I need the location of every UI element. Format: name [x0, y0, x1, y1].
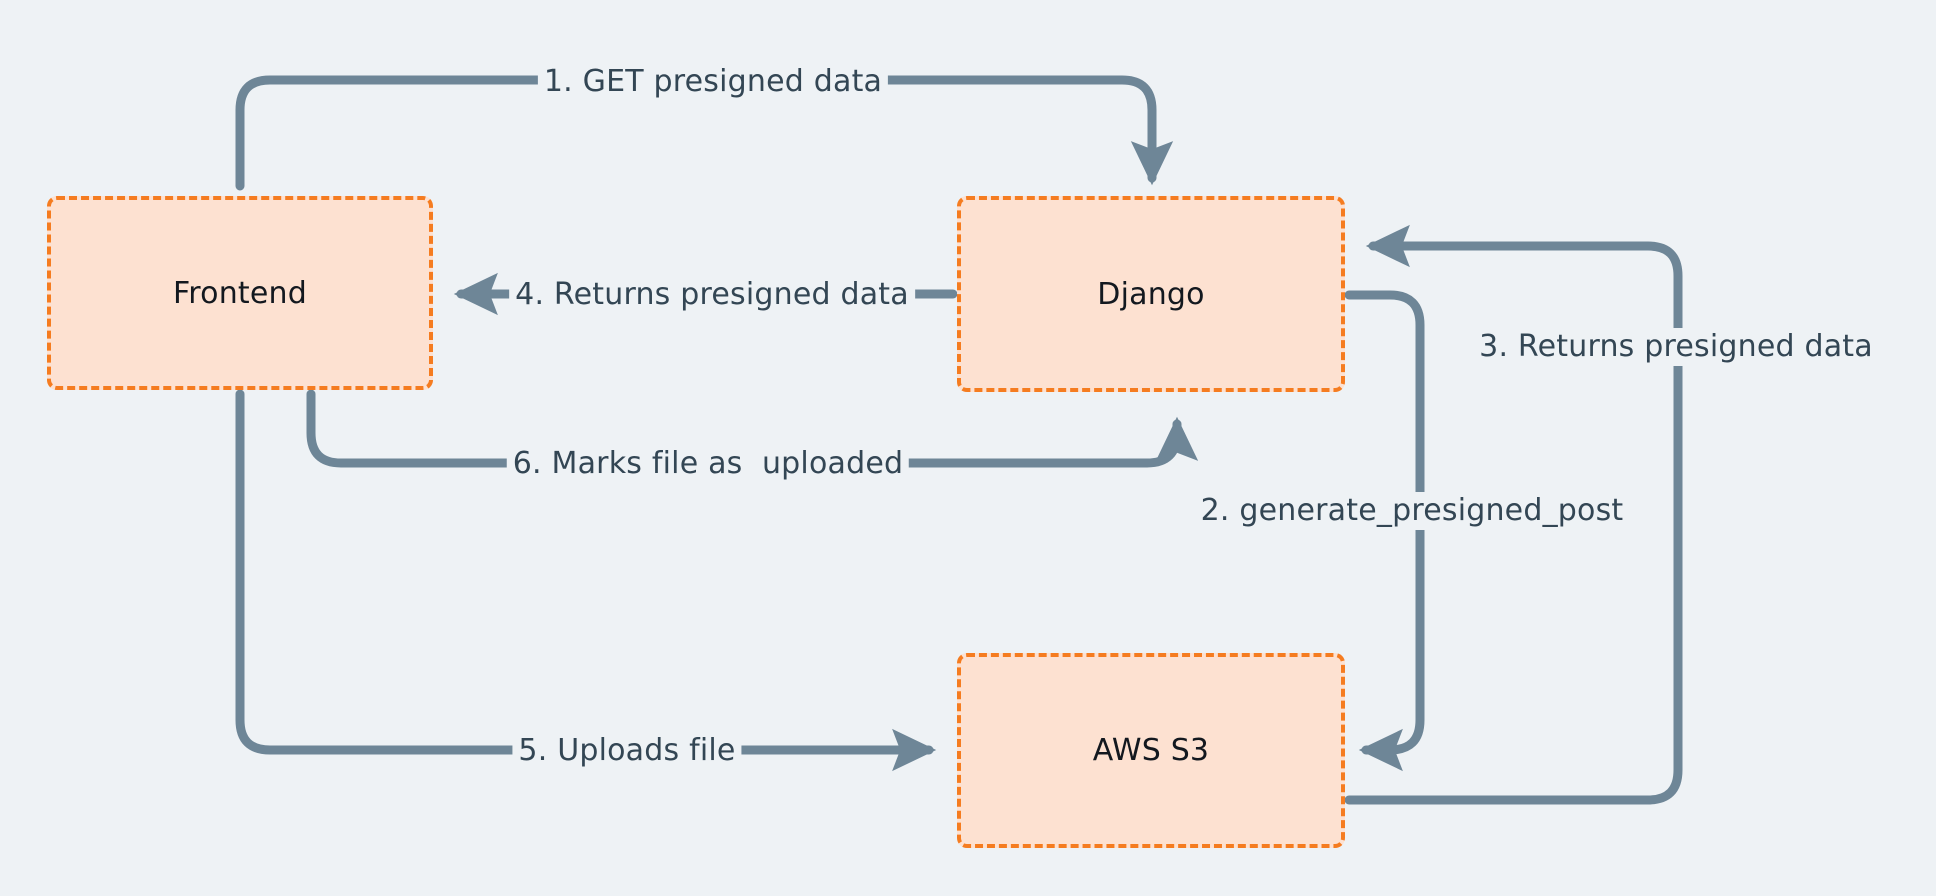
node-aws-s3-label: AWS S3	[1092, 733, 1210, 768]
edge-label-5: 5. Uploads file	[512, 732, 742, 770]
edge-5-path	[235, 389, 937, 772]
node-aws-s3[interactable]: AWS S3	[957, 653, 1345, 848]
edge-3-path	[1344, 224, 1683, 805]
edge-label-1: 1. GET presigned data	[537, 63, 889, 101]
node-django-label: Django	[1097, 276, 1205, 312]
node-django[interactable]: Django	[957, 196, 1345, 392]
edge-label-3: 3. Returns presigned data	[1473, 328, 1879, 366]
edge-label-6: 6. Marks file as uploaded	[506, 445, 910, 483]
node-frontend[interactable]: Frontend	[47, 196, 433, 390]
edge-label-2: 2. generate_presigned_post	[1194, 492, 1630, 530]
edge-label-4: 4. Returns presigned data	[509, 276, 915, 314]
node-frontend-label: Frontend	[173, 275, 307, 311]
